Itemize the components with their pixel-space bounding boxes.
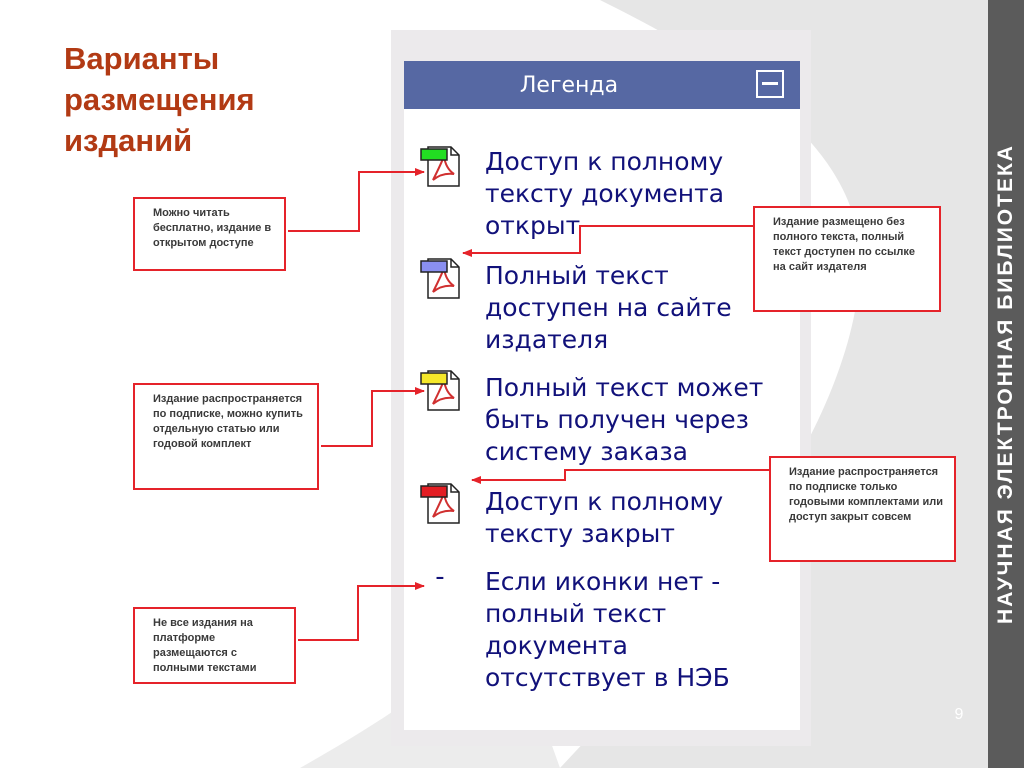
no-icon-dash: -	[435, 562, 445, 592]
legend-item-label: Полный текст доступен на сайте издателя	[485, 261, 732, 354]
pdf-icon	[420, 146, 460, 187]
legend-item-label: Полный текст может быть получен через си…	[485, 373, 764, 466]
pdf-icon	[420, 258, 460, 299]
pdf-icon	[420, 483, 460, 524]
side-band	[988, 0, 1024, 768]
legend-item-label: Доступ к полному тексту документа открыт	[485, 147, 725, 240]
minus-square-icon[interactable]	[756, 70, 784, 98]
side-band-label: НАУЧНАЯ ЭЛЕКТРОННАЯ БИБЛИОТЕКА	[994, 144, 1017, 624]
legend-header: Легенда	[404, 61, 800, 109]
legend-title: Легенда	[519, 73, 619, 98]
callout-free-access: Можно читать бесплатно, издание в открыт…	[133, 197, 286, 271]
slide-title: Варианты размещения изданий	[64, 41, 255, 158]
page-number: 9	[954, 706, 964, 723]
legend-item-label: Если иконки нет - полный текст документа…	[485, 567, 730, 692]
pdf-icon	[420, 370, 460, 411]
callout-publisher-site: Издание размещено без полного текста, по…	[753, 206, 941, 312]
legend-item-label: Доступ к полному тексту закрыт	[485, 487, 724, 548]
callout-subscription: Издание распространяется по подписке, мо…	[133, 383, 319, 490]
callout-no-fulltext: Не все издания на платформе размещаются …	[133, 607, 296, 684]
callout-closed-access: Издание распространяется по подписке тол…	[769, 456, 956, 562]
legend-panel	[404, 61, 800, 730]
